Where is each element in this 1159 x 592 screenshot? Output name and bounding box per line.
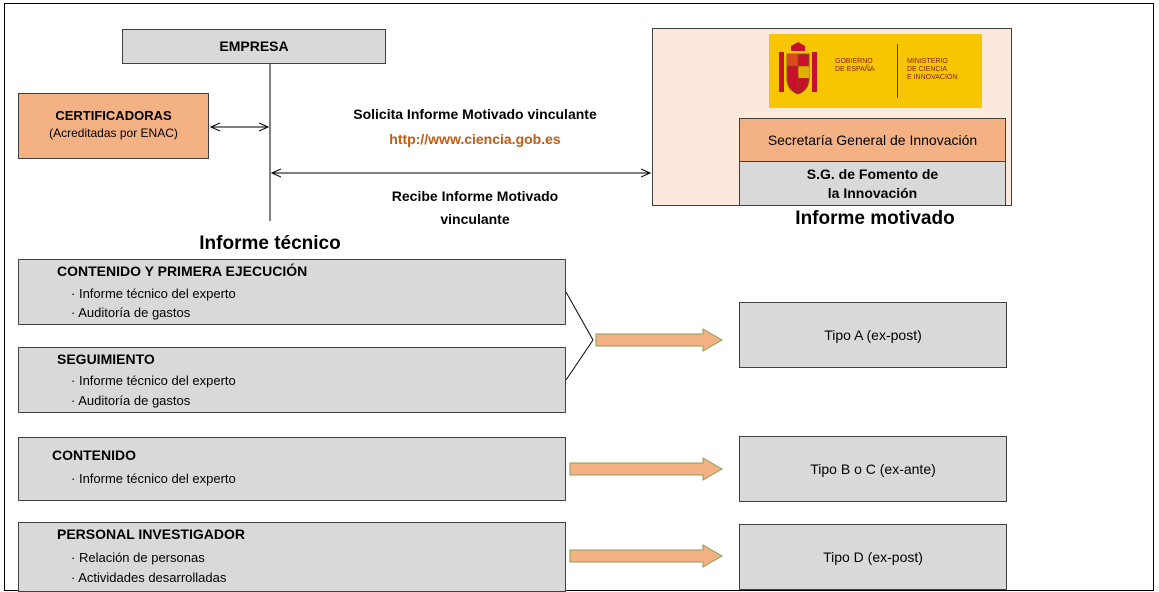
- block-item: Auditoría de gastos: [71, 303, 190, 323]
- solicita-url[interactable]: http://www.ciencia.gob.es: [389, 131, 561, 147]
- gobierno-espana-text: GOBIERNO DE ESPAÑA: [835, 58, 875, 73]
- secretaria-label: Secretaría General de Innovación: [767, 132, 978, 148]
- bracket-bottom-line: [565, 339, 594, 381]
- solicita-text: Solicita Informe Motivado vinculante: [353, 106, 597, 122]
- block-personal-investigador: PERSONAL INVESTIGADOR Relación de person…: [18, 522, 566, 592]
- arrow-to-tipo-d: [569, 544, 723, 568]
- block-title: SEGUIMIENTO: [57, 351, 155, 367]
- block-contenido: CONTENIDO Informe técnico del experto: [18, 437, 566, 501]
- block-title: PERSONAL INVESTIGADOR: [57, 526, 245, 542]
- block-item: Informe técnico del experto: [71, 284, 236, 304]
- informe-tecnico-label: Informe técnico: [199, 233, 341, 254]
- gobierno-logo: GOBIERNO DE ESPAÑA MINISTERIO DE CIENCIA…: [769, 34, 982, 108]
- sg-fomento-box: S.G. de Fomento de la Innovación: [739, 161, 1006, 206]
- certificadoras-title: CERTIFICADORAS: [55, 108, 172, 123]
- tipo-a-label: Tipo A (ex-post): [824, 327, 922, 343]
- coat-of-arms-icon: [777, 42, 819, 100]
- block-seguimiento: SEGUIMIENTO Informe técnico del experto …: [18, 347, 566, 413]
- recibe-line-2: vinculante: [440, 211, 510, 227]
- block-title: CONTENIDO Y PRIMERA EJECUCIÓN: [57, 263, 308, 279]
- certificadoras-box: CERTIFICADORAS (Acreditadas por ENAC): [18, 93, 209, 159]
- tipo-d-box: Tipo D (ex-post): [739, 524, 1007, 590]
- ministerio-text: MINISTERIO DE CIENCIA E INNOVACIÓN: [907, 58, 958, 81]
- tipo-bc-box: Tipo B o C (ex-ante): [739, 436, 1007, 502]
- certificadoras-subtitle: (Acreditadas por ENAC): [49, 126, 178, 140]
- arrow-to-tipo-a: [595, 328, 723, 352]
- block-item: Actividades desarrolladas: [71, 568, 226, 588]
- block-item: Informe técnico del experto: [71, 371, 236, 391]
- sg-fomento-line-1: S.G. de Fomento de: [806, 166, 939, 182]
- sg-fomento-line-2: la Innovación: [827, 185, 918, 201]
- block-title: CONTENIDO: [52, 447, 136, 463]
- informe-motivado-label: Informe motivado: [795, 208, 955, 229]
- block-item: Relación de personas: [71, 548, 205, 568]
- secretaria-box: Secretaría General de Innovación: [739, 118, 1006, 162]
- recibe-line-1: Recibe Informe Motivado: [391, 188, 559, 204]
- tipo-bc-label: Tipo B o C (ex-ante): [810, 461, 936, 477]
- tipo-a-box: Tipo A (ex-post): [739, 302, 1007, 368]
- tipo-d-label: Tipo D (ex-post): [823, 549, 923, 565]
- block-item: Auditoría de gastos: [71, 391, 190, 411]
- bracket-top-line: [565, 291, 594, 341]
- block-contenido-primera-ejecucion: CONTENIDO Y PRIMERA EJECUCIÓN Informe té…: [18, 259, 566, 325]
- empresa-box: EMPRESA: [122, 29, 386, 64]
- logo-divider: [897, 44, 898, 98]
- empresa-label: EMPRESA: [219, 38, 289, 54]
- arrow-to-tipo-bc: [569, 457, 723, 481]
- block-item: Informe técnico del experto: [71, 469, 236, 489]
- diagram-frame: [4, 3, 1154, 591]
